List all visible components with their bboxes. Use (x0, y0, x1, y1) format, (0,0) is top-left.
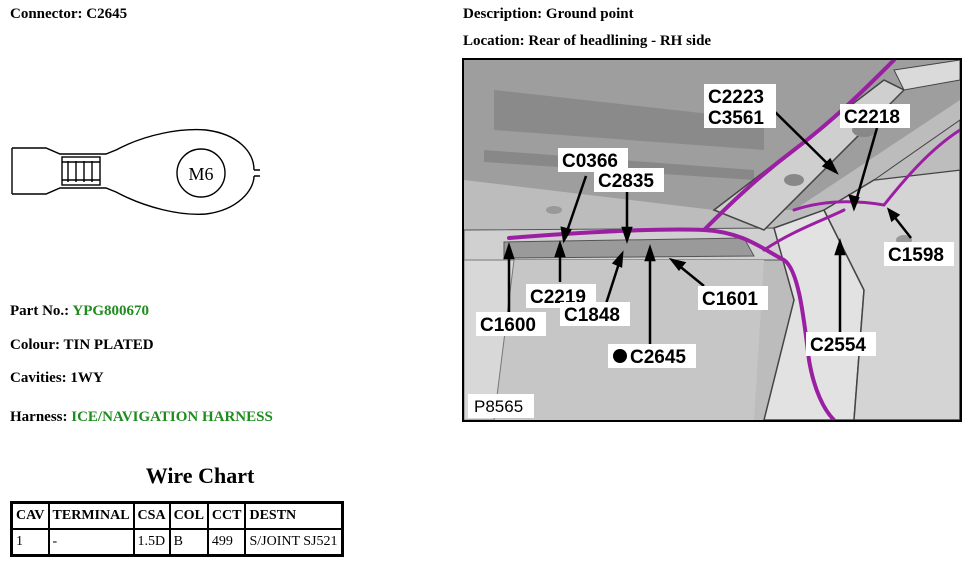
callout-c2223: C2223 (708, 87, 764, 108)
harness-value[interactable]: ICE/NAVIGATION HARNESS (71, 409, 273, 425)
cell-cav: 1 (10, 528, 50, 557)
part-number-value[interactable]: YPG800670 (72, 303, 150, 319)
connector-title: Connector: C2645 (10, 6, 127, 23)
connector-label: Connector: (10, 6, 83, 22)
header-cct: CCT (206, 501, 247, 530)
location-line: Location: Rear of headlining - RH side (463, 33, 711, 50)
ground-point-dot-icon (613, 349, 627, 363)
cell-csa: 1.5D (132, 528, 171, 557)
callout-c2554: C2554 (810, 335, 866, 356)
colour-label: Colour: (10, 337, 60, 353)
header-csa: CSA (132, 501, 171, 530)
cell-col: B (168, 528, 209, 557)
part-number-label: Part No.: (10, 303, 70, 319)
cavities-value: 1WY (70, 370, 104, 386)
callout-c3561: C3561 (708, 108, 764, 129)
callout-c2218: C2218 (844, 107, 900, 128)
callout-c1600: C1600 (480, 315, 536, 336)
colour-value: TIN PLATED (63, 337, 154, 353)
location-label: Location: (463, 33, 525, 49)
figure-id: P8565 (474, 397, 523, 416)
callout-c1598: C1598 (888, 245, 944, 266)
header-destn: DESTN (244, 501, 344, 530)
connector-value: C2645 (86, 6, 128, 22)
callout-c2835: C2835 (598, 171, 654, 192)
header-cav: CAV (10, 501, 50, 530)
part-number-line: Part No.: YPG800670 (10, 303, 149, 320)
header-terminal: TERMINAL (47, 501, 135, 530)
harness-label: Harness: (10, 409, 68, 425)
wire-chart-title: Wire Chart (145, 463, 255, 488)
ring-terminal-drawing: M6 (11, 128, 260, 216)
wire-chart-table: CAV TERMINAL CSA COL CCT DESTN 1 - 1.5D … (10, 501, 344, 557)
callout-c1848: C1848 (564, 305, 620, 326)
callout-c2645: C2645 (630, 347, 686, 368)
location-value: Rear of headlining - RH side (528, 33, 712, 49)
description-label: Description: (463, 6, 543, 22)
cell-cct: 499 (206, 528, 247, 557)
colour-line: Colour: TIN PLATED (10, 337, 154, 354)
location-diagram: C2223 C3561 C2218 C0366 C2835 C1598 C221… (462, 58, 962, 422)
cavities-label: Cavities: (10, 370, 67, 386)
cell-destn: S/JOINT SJ521 (244, 528, 344, 557)
cavities-line: Cavities: 1WY (10, 370, 104, 387)
description-value: Ground point (545, 6, 634, 22)
callout-c1601: C1601 (702, 289, 758, 310)
terminal-marking: M6 (188, 164, 213, 184)
table-row: 1 - 1.5D B 499 S/JOINT SJ521 (10, 528, 344, 557)
description-line: Description: Ground point (463, 6, 634, 23)
harness-line: Harness: ICE/NAVIGATION HARNESS (10, 409, 273, 426)
cell-terminal: - (47, 528, 135, 557)
callout-c0366: C0366 (562, 151, 618, 172)
header-col: COL (168, 501, 209, 530)
table-header-row: CAV TERMINAL CSA COL CCT DESTN (10, 501, 344, 530)
